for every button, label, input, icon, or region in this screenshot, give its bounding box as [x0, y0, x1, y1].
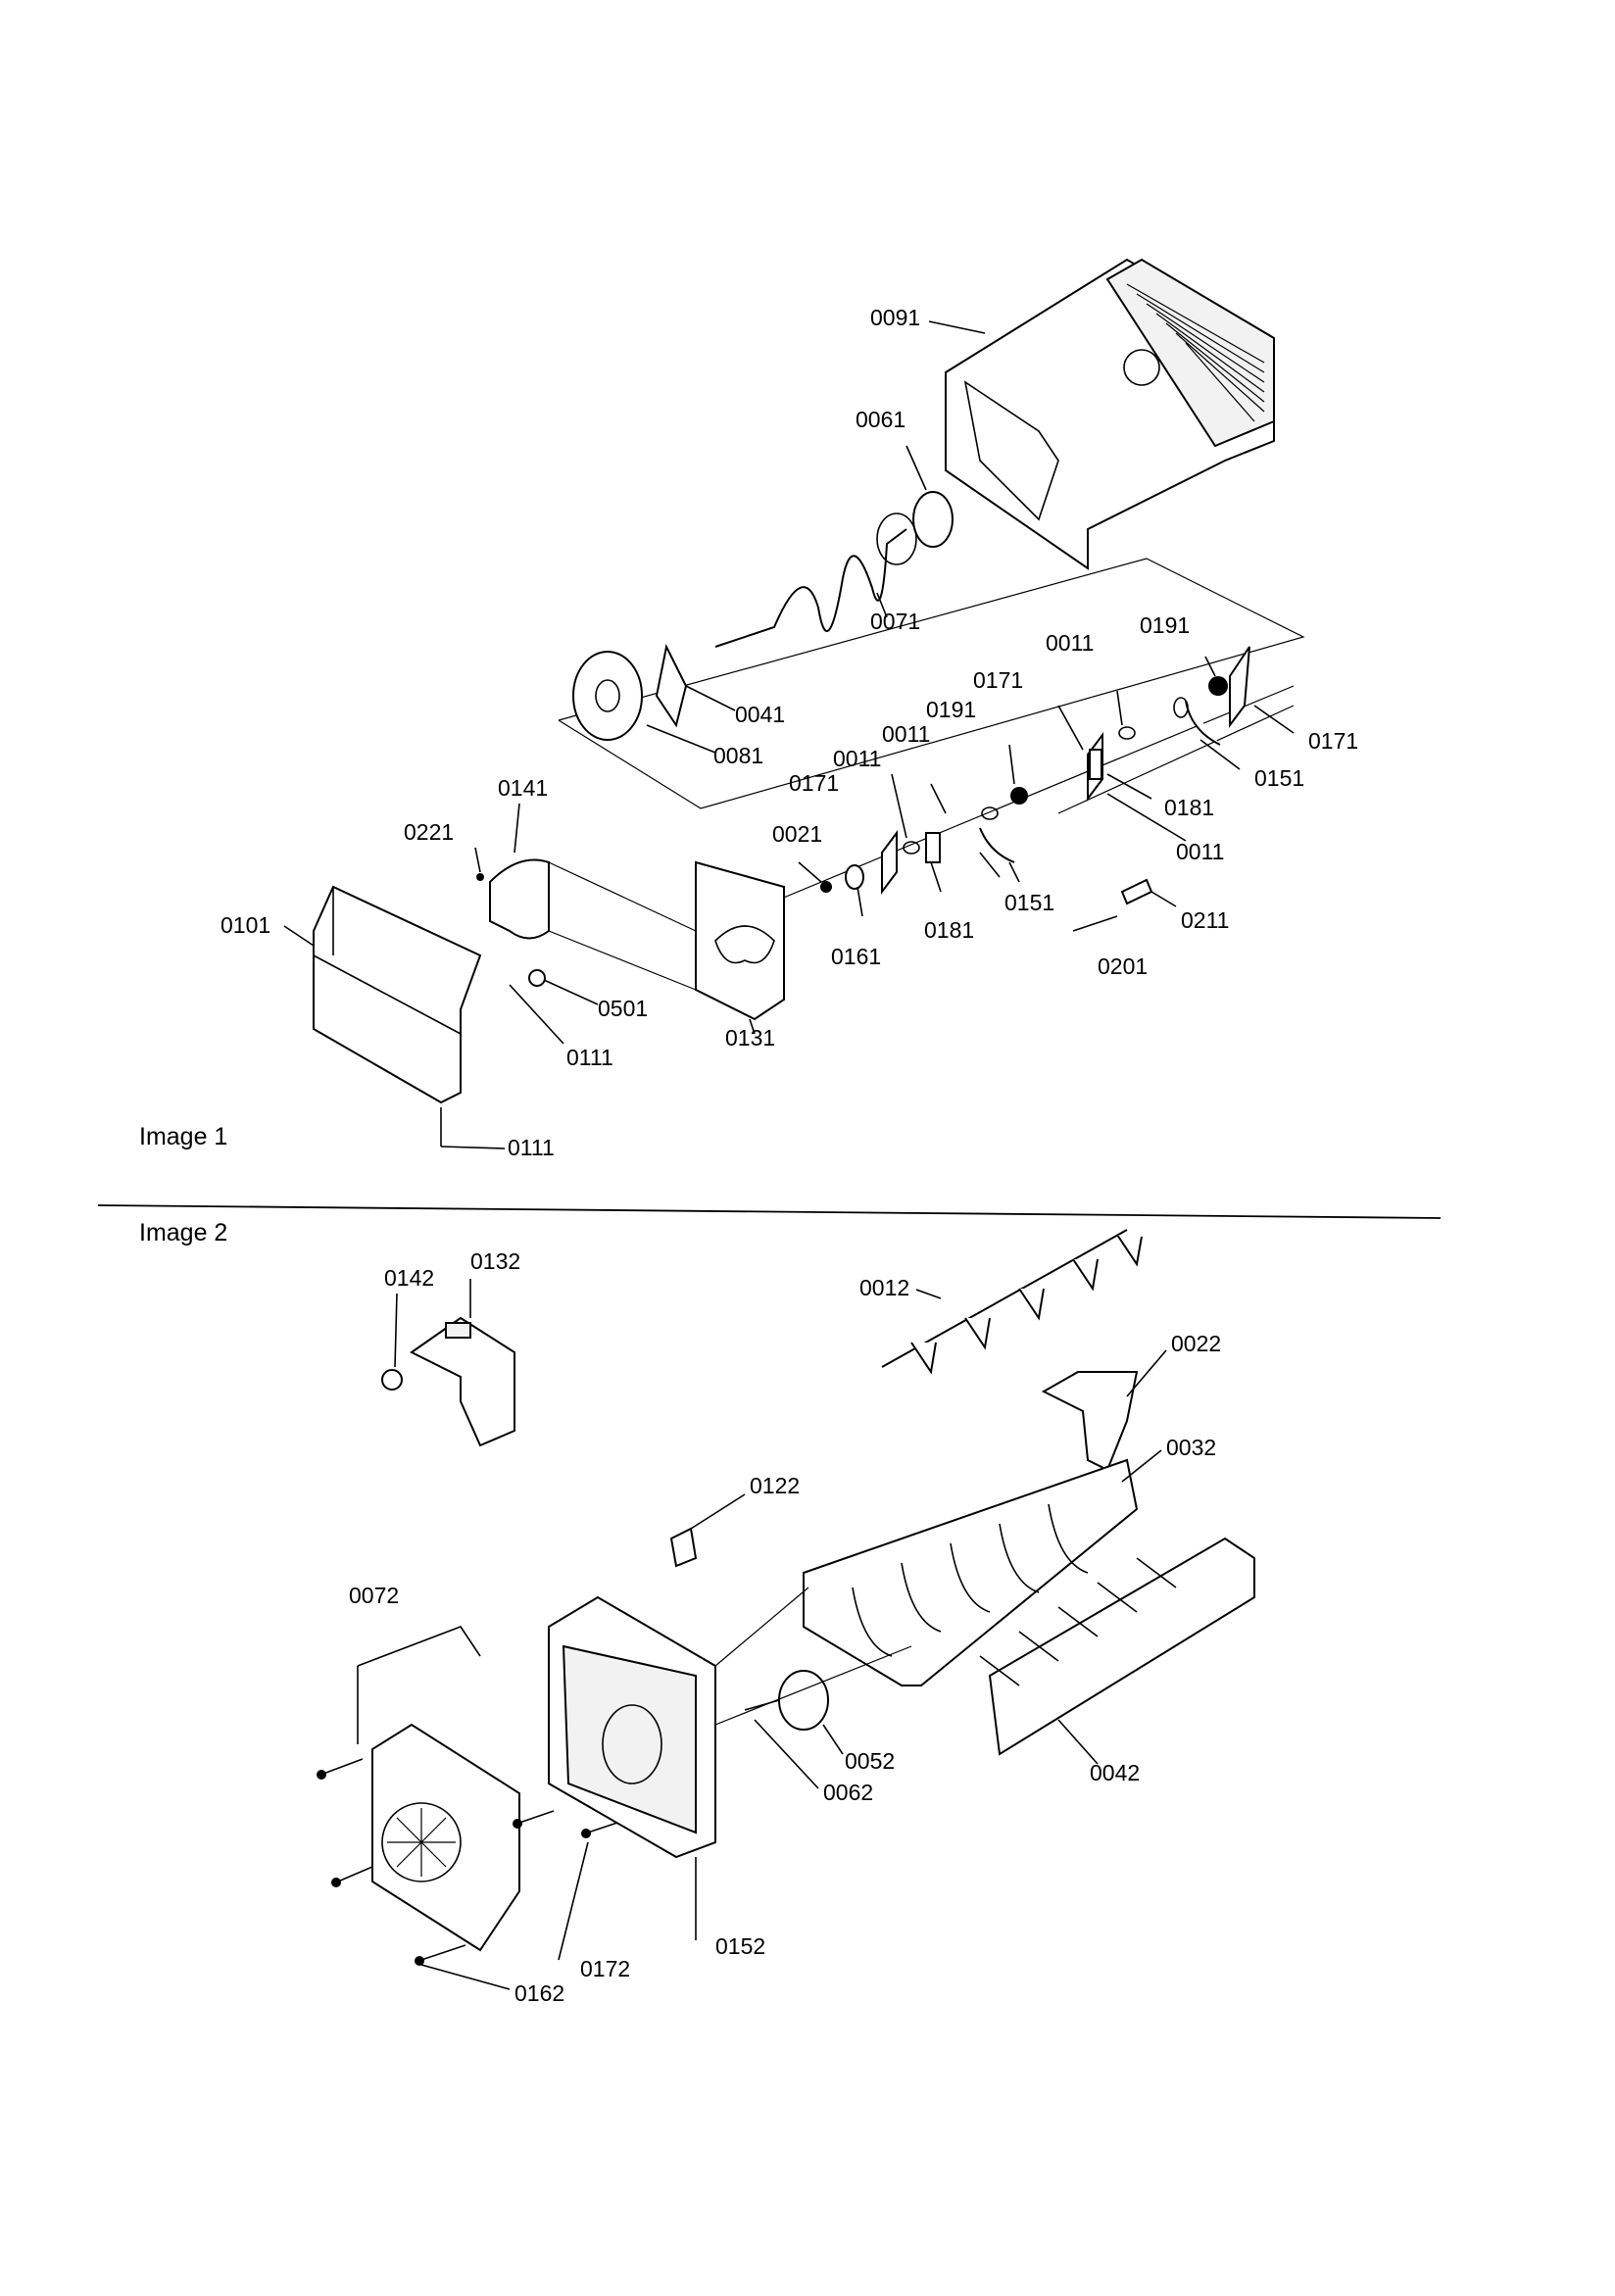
- callout-0162: 0162: [514, 1980, 565, 2006]
- callout-0201: 0201: [1098, 953, 1149, 979]
- part-0071-auger: [714, 528, 907, 648]
- callout-0062: 0062: [823, 1780, 874, 1805]
- part-0061-disc: [912, 491, 954, 548]
- leader-0091: [928, 320, 986, 334]
- callout-0191-a: 0191: [1140, 612, 1191, 638]
- callout-0011-a: 0011: [1046, 630, 1095, 656]
- callout-0032: 0032: [1166, 1435, 1217, 1460]
- leader-0221: [474, 847, 481, 873]
- callout-0132: 0132: [470, 1248, 521, 1274]
- leader-0052: [822, 1724, 844, 1755]
- callout-0081: 0081: [713, 743, 764, 768]
- part-0042-rake: [979, 1537, 1255, 1756]
- caption-image-2: Image 2: [139, 1219, 228, 1246]
- callout-0012: 0012: [859, 1275, 910, 1300]
- auger-assembly-outline: [558, 558, 1305, 809]
- callout-0052: 0052: [845, 1748, 896, 1774]
- callout-0501: 0501: [598, 996, 649, 1021]
- leader-0042: [1057, 1719, 1099, 1765]
- part-0501-nut: [528, 969, 546, 987]
- leader-0081: [646, 724, 716, 754]
- callout-0131: 0131: [725, 1025, 776, 1050]
- callout-0161: 0161: [831, 944, 882, 969]
- callout-0181-a: 0181: [1164, 795, 1215, 820]
- image-divider: [97, 1204, 1442, 1219]
- callout-0111-a: 0111: [566, 1045, 613, 1070]
- part-0131-plate: [695, 860, 785, 1021]
- leader-0012: [915, 1289, 942, 1299]
- leader-0501: [543, 979, 599, 1005]
- part-0072-cover: [371, 1723, 520, 1952]
- callout-0041: 0041: [735, 702, 786, 727]
- leaders-image1: [798, 656, 1295, 917]
- callout-0101: 0101: [220, 912, 271, 938]
- callout-0151-b: 0151: [1004, 890, 1055, 915]
- part-0041-blade: [655, 643, 688, 728]
- leader-0071: [876, 592, 888, 618]
- callout-0111-b: 0111: [508, 1135, 555, 1160]
- part-0141-bracket: [489, 858, 550, 940]
- leader-0141: [514, 803, 520, 854]
- part-0132-switch-bracket: [410, 1316, 515, 1447]
- callout-0151-a: 0151: [1254, 765, 1305, 791]
- callout-0191-b: 0191: [926, 697, 977, 722]
- leader-0122: [690, 1493, 746, 1530]
- callout-0011-c: 0011: [882, 721, 931, 747]
- callout-0021: 0021: [772, 821, 823, 847]
- screws: [317, 1758, 618, 1966]
- callout-0152: 0152: [715, 1933, 766, 1959]
- part-0221-screw: [476, 873, 484, 881]
- callout-0061: 0061: [856, 407, 906, 432]
- leader-0101: [283, 925, 315, 947]
- callout-0172: 0172: [580, 1956, 631, 1981]
- leader-0111-b: [440, 1146, 506, 1149]
- leader-0172: [558, 1841, 589, 1961]
- part-0022-cover: [1041, 1371, 1139, 1472]
- leader-0032: [1121, 1449, 1162, 1483]
- part-0091-ice-bucket: [945, 258, 1275, 570]
- leader-0111-a: [509, 984, 564, 1045]
- leader-0062: [754, 1719, 819, 1789]
- callout-0211: 0211: [1181, 907, 1230, 933]
- callout-0091: 0091: [870, 305, 921, 330]
- callout-0142: 0142: [384, 1265, 435, 1291]
- callout-0011-d: 0011: [833, 746, 882, 771]
- callout-0042: 0042: [1090, 1760, 1141, 1785]
- leader-0061: [905, 445, 927, 491]
- leader-0022: [1126, 1349, 1167, 1397]
- callout-0171-a: 0171: [1308, 728, 1359, 754]
- leader-0072: [357, 1626, 481, 1667]
- callout-0122: 0122: [750, 1473, 801, 1498]
- part-0101-cover: [313, 885, 482, 1104]
- callout-0022: 0022: [1171, 1331, 1222, 1356]
- callout-0171-c: 0171: [789, 770, 840, 796]
- callout-0071: 0071: [870, 609, 921, 634]
- leader-0131: [749, 1018, 756, 1035]
- callout-0011-b: 0011: [1176, 839, 1225, 864]
- shaft-parts: [820, 646, 1250, 932]
- leader-0162: [420, 1964, 511, 1990]
- part-0081-wheel: [572, 651, 643, 741]
- leader-0142: [394, 1293, 398, 1368]
- callout-0171-b: 0171: [973, 667, 1024, 693]
- callout-0141: 0141: [498, 775, 549, 801]
- shaft-line: [773, 685, 1295, 903]
- caption-image-1: Image 1: [139, 1123, 228, 1150]
- part-0142-nut: [381, 1369, 403, 1391]
- part-0012-ejector: [881, 1229, 1143, 1375]
- callout-0072: 0072: [349, 1583, 400, 1608]
- callout-0181-b: 0181: [924, 917, 975, 943]
- part-0052-motor: [778, 1670, 829, 1731]
- part-0152-housing: [548, 1595, 716, 1859]
- part-0032-mold: [803, 1458, 1139, 1686]
- part-0122-clip: [669, 1527, 698, 1568]
- leader-0041: [685, 685, 736, 711]
- callout-0221: 0221: [404, 819, 455, 845]
